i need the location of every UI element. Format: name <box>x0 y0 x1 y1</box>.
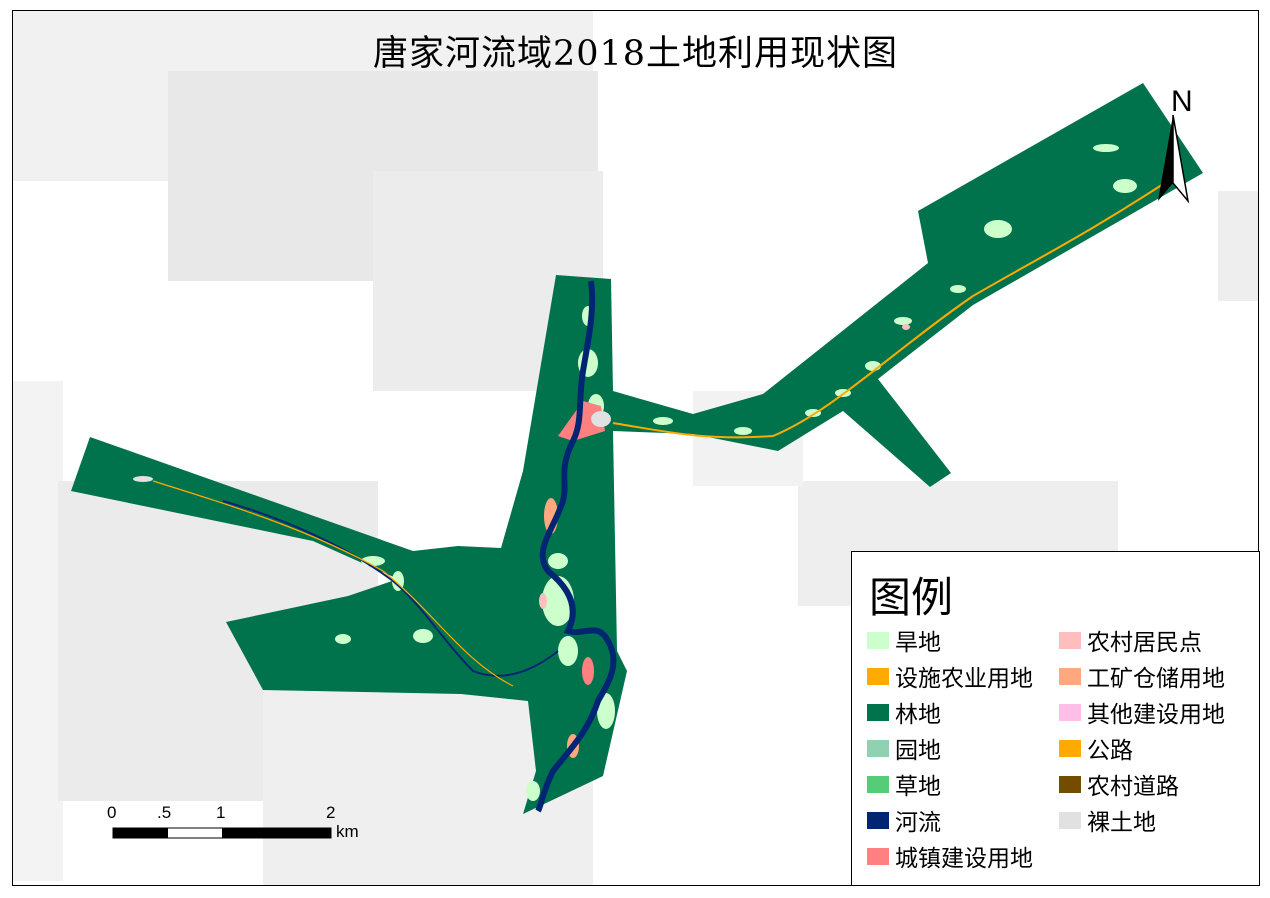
legend-swatch <box>867 811 889 829</box>
legend-item-garden: 园地 <box>867 733 941 764</box>
forest-land-area <box>71 83 1203 814</box>
legend-swatch <box>1059 811 1081 829</box>
legend-title: 图例 <box>869 573 954 622</box>
legend: 图例 旱地 农村居民点 设施农业用地 工矿仓储用地 林地 其他建设用地 园地 公… <box>851 551 1260 886</box>
legend-label: 设施农业用地 <box>895 666 1033 692</box>
legend-label: 林地 <box>895 702 941 728</box>
legend-swatch <box>1059 703 1081 721</box>
legend-label: 工矿仓储用地 <box>1087 666 1225 692</box>
legend-item-grassland: 草地 <box>867 769 941 800</box>
legend-swatch <box>1059 631 1081 649</box>
scale-unit: km <box>336 822 359 841</box>
scale-tick-half: .5 <box>157 803 172 822</box>
legend-swatch <box>867 775 889 793</box>
legend-label: 农村居民点 <box>1087 630 1202 656</box>
legend-item-urban-construction: 城镇建设用地 <box>867 841 1033 872</box>
legend-label: 河流 <box>895 810 941 836</box>
legend-swatch <box>1059 775 1081 793</box>
legend-item-river: 河流 <box>867 805 941 836</box>
scale-tick-1: 1 <box>216 803 226 822</box>
legend-item-rural-settlement: 农村居民点 <box>1059 625 1202 656</box>
north-arrow <box>1158 114 1190 204</box>
legend-label: 公路 <box>1087 738 1133 764</box>
north-label: N <box>1171 85 1193 118</box>
legend-swatch <box>867 667 889 685</box>
legend-item-other-construction: 其他建设用地 <box>1059 697 1225 728</box>
legend-swatch <box>1059 667 1081 685</box>
legend-swatch <box>867 703 889 721</box>
map-canvas[interactable] <box>13 11 1259 886</box>
road-line <box>612 170 1184 439</box>
map-title: 唐家河流域2018土地利用现状图 <box>372 34 899 74</box>
legend-item-industrial: 工矿仓储用地 <box>1059 661 1225 692</box>
legend-label: 农村道路 <box>1087 774 1179 800</box>
legend-item-dry-land: 旱地 <box>867 625 941 656</box>
legend-item-forest: 林地 <box>867 697 941 728</box>
legend-swatch <box>867 739 889 757</box>
road-line-west <box>152 480 514 687</box>
legend-swatch <box>1059 739 1081 757</box>
scale-tick-2: 2 <box>326 803 336 822</box>
legend-swatch <box>867 631 889 649</box>
legend-swatch <box>867 847 889 865</box>
legend-label: 草地 <box>895 774 941 800</box>
legend-label: 其他建设用地 <box>1087 702 1225 728</box>
map-frame: 唐家河流域2018土地利用现状图 N 0 .5 1 2 km <box>12 10 1259 886</box>
legend-item-rural-road: 农村道路 <box>1059 769 1179 800</box>
legend-label: 园地 <box>895 738 941 764</box>
legend-item-bare-land: 裸土地 <box>1059 805 1156 836</box>
legend-item-facility-agri: 设施农业用地 <box>867 661 1033 692</box>
river-line <box>535 280 617 813</box>
legend-label: 裸土地 <box>1087 810 1156 836</box>
legend-item-highway: 公路 <box>1059 733 1133 764</box>
legend-label: 旱地 <box>895 630 941 656</box>
scale-tick-0: 0 <box>107 803 117 822</box>
tributary-line <box>222 500 559 677</box>
scale-bar <box>112 827 332 839</box>
legend-label: 城镇建设用地 <box>895 846 1033 872</box>
